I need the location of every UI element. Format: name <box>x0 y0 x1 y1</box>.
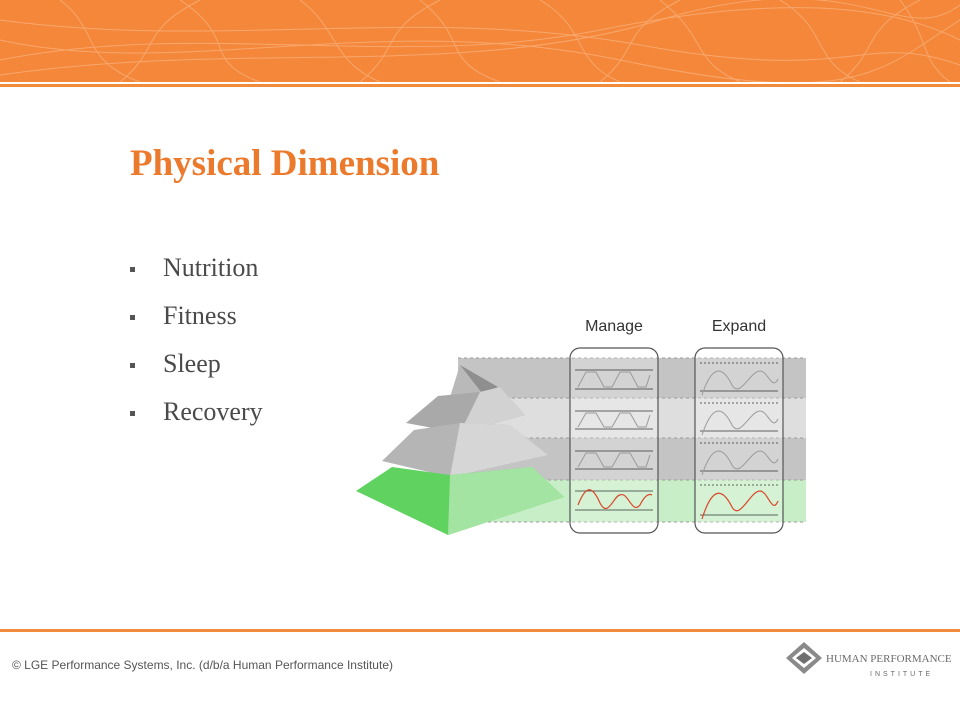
bullet-label: Nutrition <box>163 253 259 282</box>
diamond-logo-icon: HUMAN PERFORMANCE INSTITUTE <box>786 642 952 678</box>
bullet-label: Sleep <box>163 349 221 378</box>
bullet-item: Sleep <box>130 340 263 388</box>
bullet-label: Fitness <box>163 301 237 330</box>
manage-column <box>569 347 659 534</box>
footer-divider <box>0 629 960 632</box>
bullet-item: Recovery <box>130 388 263 436</box>
square-bullet-icon <box>130 362 135 368</box>
square-bullet-icon <box>130 266 135 272</box>
expand-column <box>694 347 784 534</box>
pyramid <box>356 365 564 535</box>
column-label-manage: Manage <box>585 318 643 335</box>
tier-bands <box>458 357 806 523</box>
slide-title: Physical Dimension <box>130 143 440 184</box>
copyright-text: © LGE Performance Systems, Inc. (d/b/a H… <box>12 658 393 672</box>
header-pattern <box>0 0 960 82</box>
bullet-label: Recovery <box>163 397 263 426</box>
logo-text-line1: HUMAN PERFORMANCE <box>826 653 952 665</box>
header-divider <box>0 84 960 87</box>
hpi-logo: HUMAN PERFORMANCE INSTITUTE <box>784 638 954 682</box>
square-bullet-icon <box>130 410 135 416</box>
bullet-item: Nutrition <box>130 244 263 292</box>
bullet-item: Fitness <box>130 292 263 340</box>
square-bullet-icon <box>130 314 135 320</box>
diagram-canvas: Manage Expand <box>356 318 806 535</box>
energy-pyramid-diagram: Manage Expand <box>350 305 820 545</box>
column-label-expand: Expand <box>712 318 766 335</box>
header-banner <box>0 0 960 82</box>
bullet-list: Nutrition Fitness Sleep Recovery <box>130 244 263 436</box>
logo-text-line2: INSTITUTE <box>870 671 933 678</box>
